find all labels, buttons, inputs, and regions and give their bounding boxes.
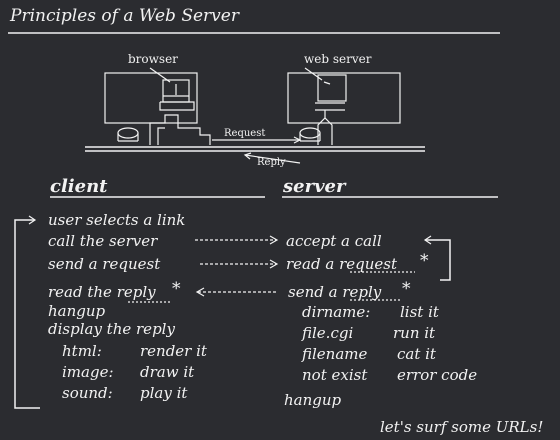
star-marker: * <box>402 279 411 299</box>
server-row-action: list it <box>400 303 439 321</box>
client-line: send a request <box>48 255 161 273</box>
browser-computer <box>104 67 211 145</box>
request-label: Request <box>224 128 266 139</box>
star-marker: * <box>420 251 429 271</box>
server-row-action: cat it <box>397 345 436 363</box>
server-row-action: error code <box>397 366 478 384</box>
server-line: accept a call <box>286 232 382 250</box>
client-action: play it <box>140 384 188 402</box>
web-server-label: web server <box>304 52 372 66</box>
client-line: user selects a link <box>48 211 186 229</box>
server-row-key: not exist <box>302 366 368 384</box>
browser-label: browser <box>128 52 178 66</box>
client-line: sound: <box>62 384 113 402</box>
server-computer <box>287 67 401 145</box>
client-line: display the reply <box>48 320 175 338</box>
server-line: send a reply <box>288 283 382 301</box>
server-line: read a request <box>286 255 397 273</box>
server-header: server <box>283 176 346 197</box>
client-action: draw it <box>140 363 195 381</box>
footer-text: let's surf some URLs! <box>380 418 544 436</box>
client-line: image: <box>62 363 114 381</box>
client-line: html: <box>62 342 102 360</box>
client-action: render it <box>140 342 207 360</box>
client-line: call the server <box>48 232 158 250</box>
client-line: hangup <box>48 302 106 320</box>
star-marker: * <box>172 279 181 299</box>
server-row-key: filename <box>302 345 368 363</box>
page-title: Principles of a Web Server <box>10 6 239 26</box>
server-row-key: dirname: <box>302 303 371 321</box>
client-header: client <box>50 176 108 197</box>
server-row-action: run it <box>393 324 436 342</box>
client-line: read the reply <box>48 283 156 301</box>
reply-label: Reply <box>257 157 286 168</box>
server-line: hangup <box>284 391 342 409</box>
server-row-key: file.cgi <box>302 324 354 342</box>
